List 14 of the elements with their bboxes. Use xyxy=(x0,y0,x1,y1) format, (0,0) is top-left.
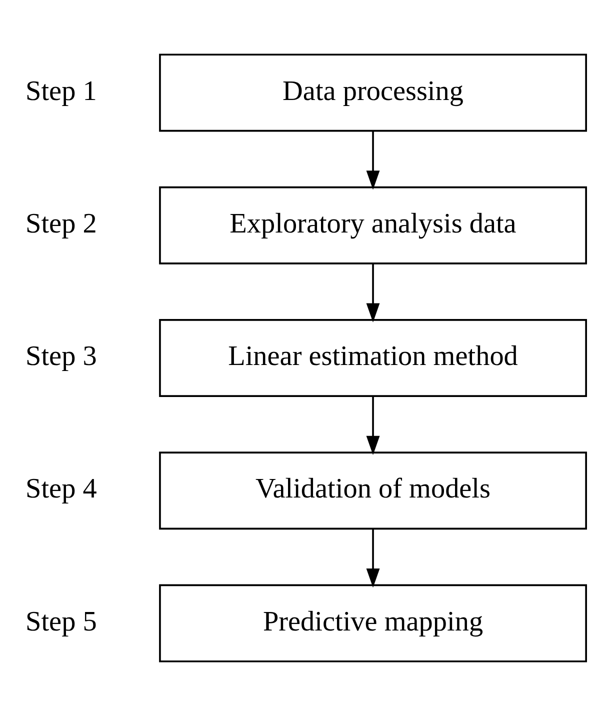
node-label: Step 2 xyxy=(26,208,97,239)
arrow xyxy=(366,263,380,322)
node-label: Step 1 xyxy=(26,75,97,106)
node-label: Step 4 xyxy=(26,473,97,504)
node-box: Data processing xyxy=(159,53,587,132)
node-box: Exploratory analysis data xyxy=(159,186,587,264)
node-label: Step 3 xyxy=(26,340,97,372)
node-box: Linear estimation method xyxy=(159,318,587,397)
arrow xyxy=(366,528,380,588)
arrow xyxy=(366,130,380,190)
node-box: Validation of models xyxy=(159,451,587,530)
arrow xyxy=(366,396,380,455)
node-label: Step 5 xyxy=(26,606,97,637)
node-box: Predictive mapping xyxy=(159,584,587,662)
